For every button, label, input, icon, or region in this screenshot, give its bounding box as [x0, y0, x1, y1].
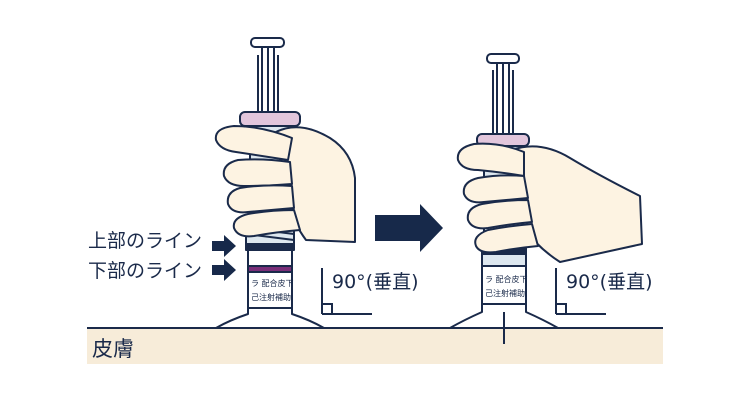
upper-line-arrow [212, 235, 236, 257]
right-label-body [481, 265, 527, 305]
left-angle-marker [321, 268, 372, 315]
left-finger-2 [226, 184, 295, 214]
lower-line-arrow [212, 259, 236, 281]
right-angle-square [556, 303, 567, 314]
left-barrel-lower [247, 249, 293, 267]
left-thumb [214, 125, 293, 161]
right-finger-3 [474, 223, 539, 254]
right-finger-2 [466, 199, 533, 230]
angle-label-left: 90°(垂直) [332, 271, 419, 293]
left-finger-3 [232, 209, 301, 238]
lower-line-label: 下部のライン [88, 260, 203, 282]
right-syringe-text-1: ラ 配合皮下 [485, 274, 528, 284]
upper-line-label: 上部のライン [88, 230, 203, 252]
left-label-body [247, 271, 293, 309]
left-plunger-head [250, 37, 285, 48]
progress-arrow [375, 204, 443, 252]
left-hand [214, 125, 356, 243]
left-base-flange [215, 307, 325, 329]
right-joined-band-lower [481, 253, 527, 267]
left-finger-flange [239, 111, 301, 127]
right-plunger-head [486, 53, 520, 64]
right-finger-1 [462, 174, 529, 204]
right-hand [456, 142, 643, 263]
right-syringe-text-2: 己注射補助 [485, 288, 525, 298]
angle-label-right: 90°(垂直) [566, 271, 653, 293]
right-angle-marker [555, 268, 606, 315]
skin-band [87, 328, 663, 364]
right-thumb [456, 142, 525, 177]
left-syringe-text-2: 己注射補助 [251, 292, 291, 302]
skin-label: 皮膚 [92, 337, 134, 361]
left-finger-1 [222, 158, 293, 187]
left-angle-square [322, 303, 333, 314]
left-syringe-text-1: ラ 配合皮下 [251, 278, 294, 288]
